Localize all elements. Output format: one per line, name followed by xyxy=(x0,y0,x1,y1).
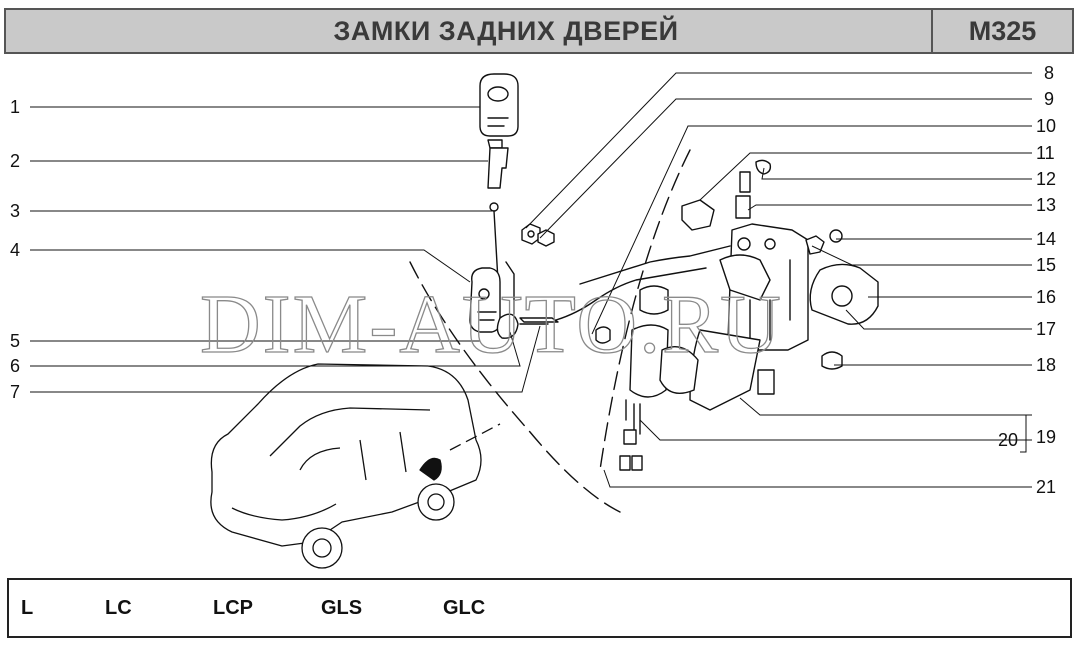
callout-18: 18 xyxy=(1036,355,1056,375)
page-title: ЗАМКИ ЗАДНИХ ДВЕРЕЙ xyxy=(333,15,679,46)
trim-level-glc: GLC xyxy=(443,596,486,619)
callout-11: 11 xyxy=(1036,143,1055,163)
part-rod-connector xyxy=(519,245,731,325)
callout-2: 2 xyxy=(10,151,20,171)
leader-lines xyxy=(30,72,1032,488)
trim-level-lc: LC xyxy=(105,596,132,619)
part-rod xyxy=(489,202,515,315)
callout-3: 3 xyxy=(10,201,20,221)
callout-17: 17 xyxy=(1036,319,1056,339)
header-divider xyxy=(931,10,933,52)
callout-12: 12 xyxy=(1036,169,1056,189)
callout-1: 1 xyxy=(10,97,20,117)
part-actuator xyxy=(595,285,699,471)
callout-15: 15 xyxy=(1036,255,1056,275)
door-contour-2 xyxy=(599,149,691,471)
parts-illustration xyxy=(409,73,879,513)
callout-21: 21 xyxy=(1036,477,1056,497)
callout-6: 6 xyxy=(10,356,20,376)
callout-5: 5 xyxy=(10,331,20,351)
callout-10: 10 xyxy=(1036,116,1056,136)
callout-16: 16 xyxy=(1036,287,1056,307)
trim-levels-box: L LC LCP GLS GLC xyxy=(7,578,1072,638)
callout-numbers: 1 2 3 4 5 6 7 8 9 10 11 12 13 14 15 16 1… xyxy=(10,63,1056,497)
part-clip xyxy=(496,313,519,339)
trim-level-l: L xyxy=(21,596,34,619)
watermark: DIM-AUTO.RU xyxy=(200,278,783,371)
header-bar: ЗАМКИ ЗАДНИХ ДВЕРЕЙ M325 xyxy=(4,8,1074,54)
callout-14: 14 xyxy=(1036,229,1056,249)
callout-4: 4 xyxy=(10,240,20,260)
callout-7: 7 xyxy=(10,382,20,402)
trim-level-gls: GLS xyxy=(321,596,363,619)
door-contour xyxy=(409,261,621,513)
part-key xyxy=(487,139,509,189)
car-illustration xyxy=(210,363,501,569)
callout-9: 9 xyxy=(1044,89,1054,109)
callout-13: 13 xyxy=(1036,195,1056,215)
part-key-fob xyxy=(479,73,519,137)
page-code: M325 xyxy=(968,15,1037,46)
part-lock-mechanism xyxy=(681,159,879,411)
callout-8: 8 xyxy=(1044,63,1054,83)
callout-19: 19 xyxy=(1036,427,1056,447)
part-nuts xyxy=(521,223,555,247)
trim-level-lcp: LCP xyxy=(213,596,253,619)
callout-20: 20 xyxy=(998,430,1018,450)
